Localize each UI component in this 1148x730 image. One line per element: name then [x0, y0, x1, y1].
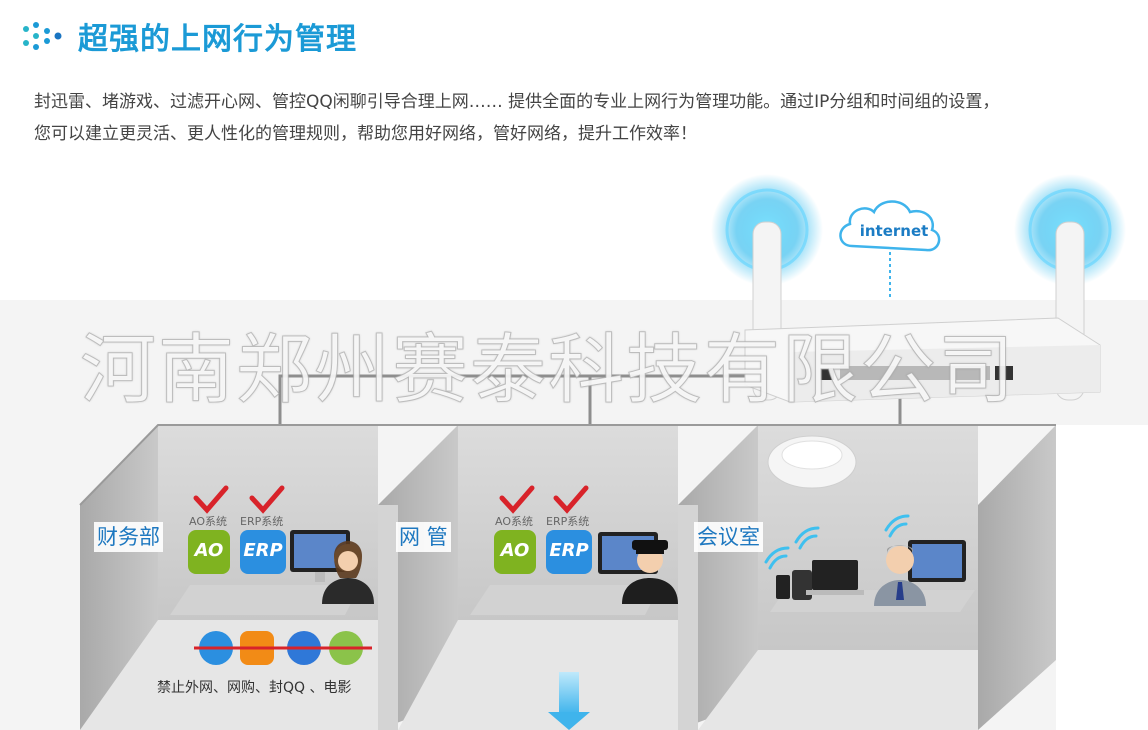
female-user-icon [322, 541, 374, 604]
room-label-finance: 财务部 [94, 522, 163, 552]
description-line-2: 您可以建立更灵活、更人性化的管理规则，帮助您用好网络，管好网络，提升工作效率！ [34, 124, 697, 144]
company-watermark: 河南郑州赛泰科技有限公司 [80, 325, 1016, 415]
system-label-erp-2: ERP系统 [546, 515, 590, 528]
system-label-ao-2: AO系统 [495, 515, 533, 528]
banned-apps [194, 631, 372, 665]
room-label-netadmin: 网 管 [396, 522, 451, 552]
room-label-meeting: 会议室 [694, 522, 763, 552]
check-icons-room1 [193, 485, 285, 514]
header: 超强的上网行为管理 [22, 14, 357, 58]
system-label-erp-1: ERP系统 [240, 515, 284, 528]
ao-app-icon-2 [494, 530, 536, 574]
erp-app-icon-2 [546, 530, 592, 574]
ao-app-icon [188, 530, 230, 574]
erp-badge-text-1: ERP [243, 540, 283, 561]
business-user-icon [874, 545, 926, 606]
description: 封迅雷、堵游戏、过滤开心网、管控QQ闲聊引导合理上网…… 提供全面的专业上网行为… [34, 86, 1124, 150]
erp-badge-text-2: ERP [549, 540, 589, 561]
internet-cloud-icon [839, 200, 941, 300]
ban-description: 禁止外网、网购、封QQ 、电影 [157, 680, 352, 696]
page-title: 超强的上网行为管理 [78, 22, 357, 57]
erp-app-icon [240, 530, 286, 574]
ao-badge-text-1: AO [194, 540, 224, 561]
router-icon [744, 317, 1101, 403]
ao-badge-text-2: AO [500, 540, 530, 561]
check-icons-room2 [499, 485, 589, 514]
devices-icon [776, 540, 966, 600]
admin-user-icon [622, 540, 678, 604]
internet-label: internet [859, 222, 929, 240]
dots-arrow-icon [23, 22, 62, 50]
description-line-1: 封迅雷、堵游戏、过滤开心网、管控QQ闲聊引导合理上网…… 提供全面的专业上网行为… [34, 92, 1000, 112]
ceiling-access-point-icon [767, 435, 857, 489]
down-arrow-icon [548, 672, 590, 730]
system-label-ao-1: AO系统 [189, 515, 227, 528]
wifi-signal-icons [764, 514, 910, 570]
